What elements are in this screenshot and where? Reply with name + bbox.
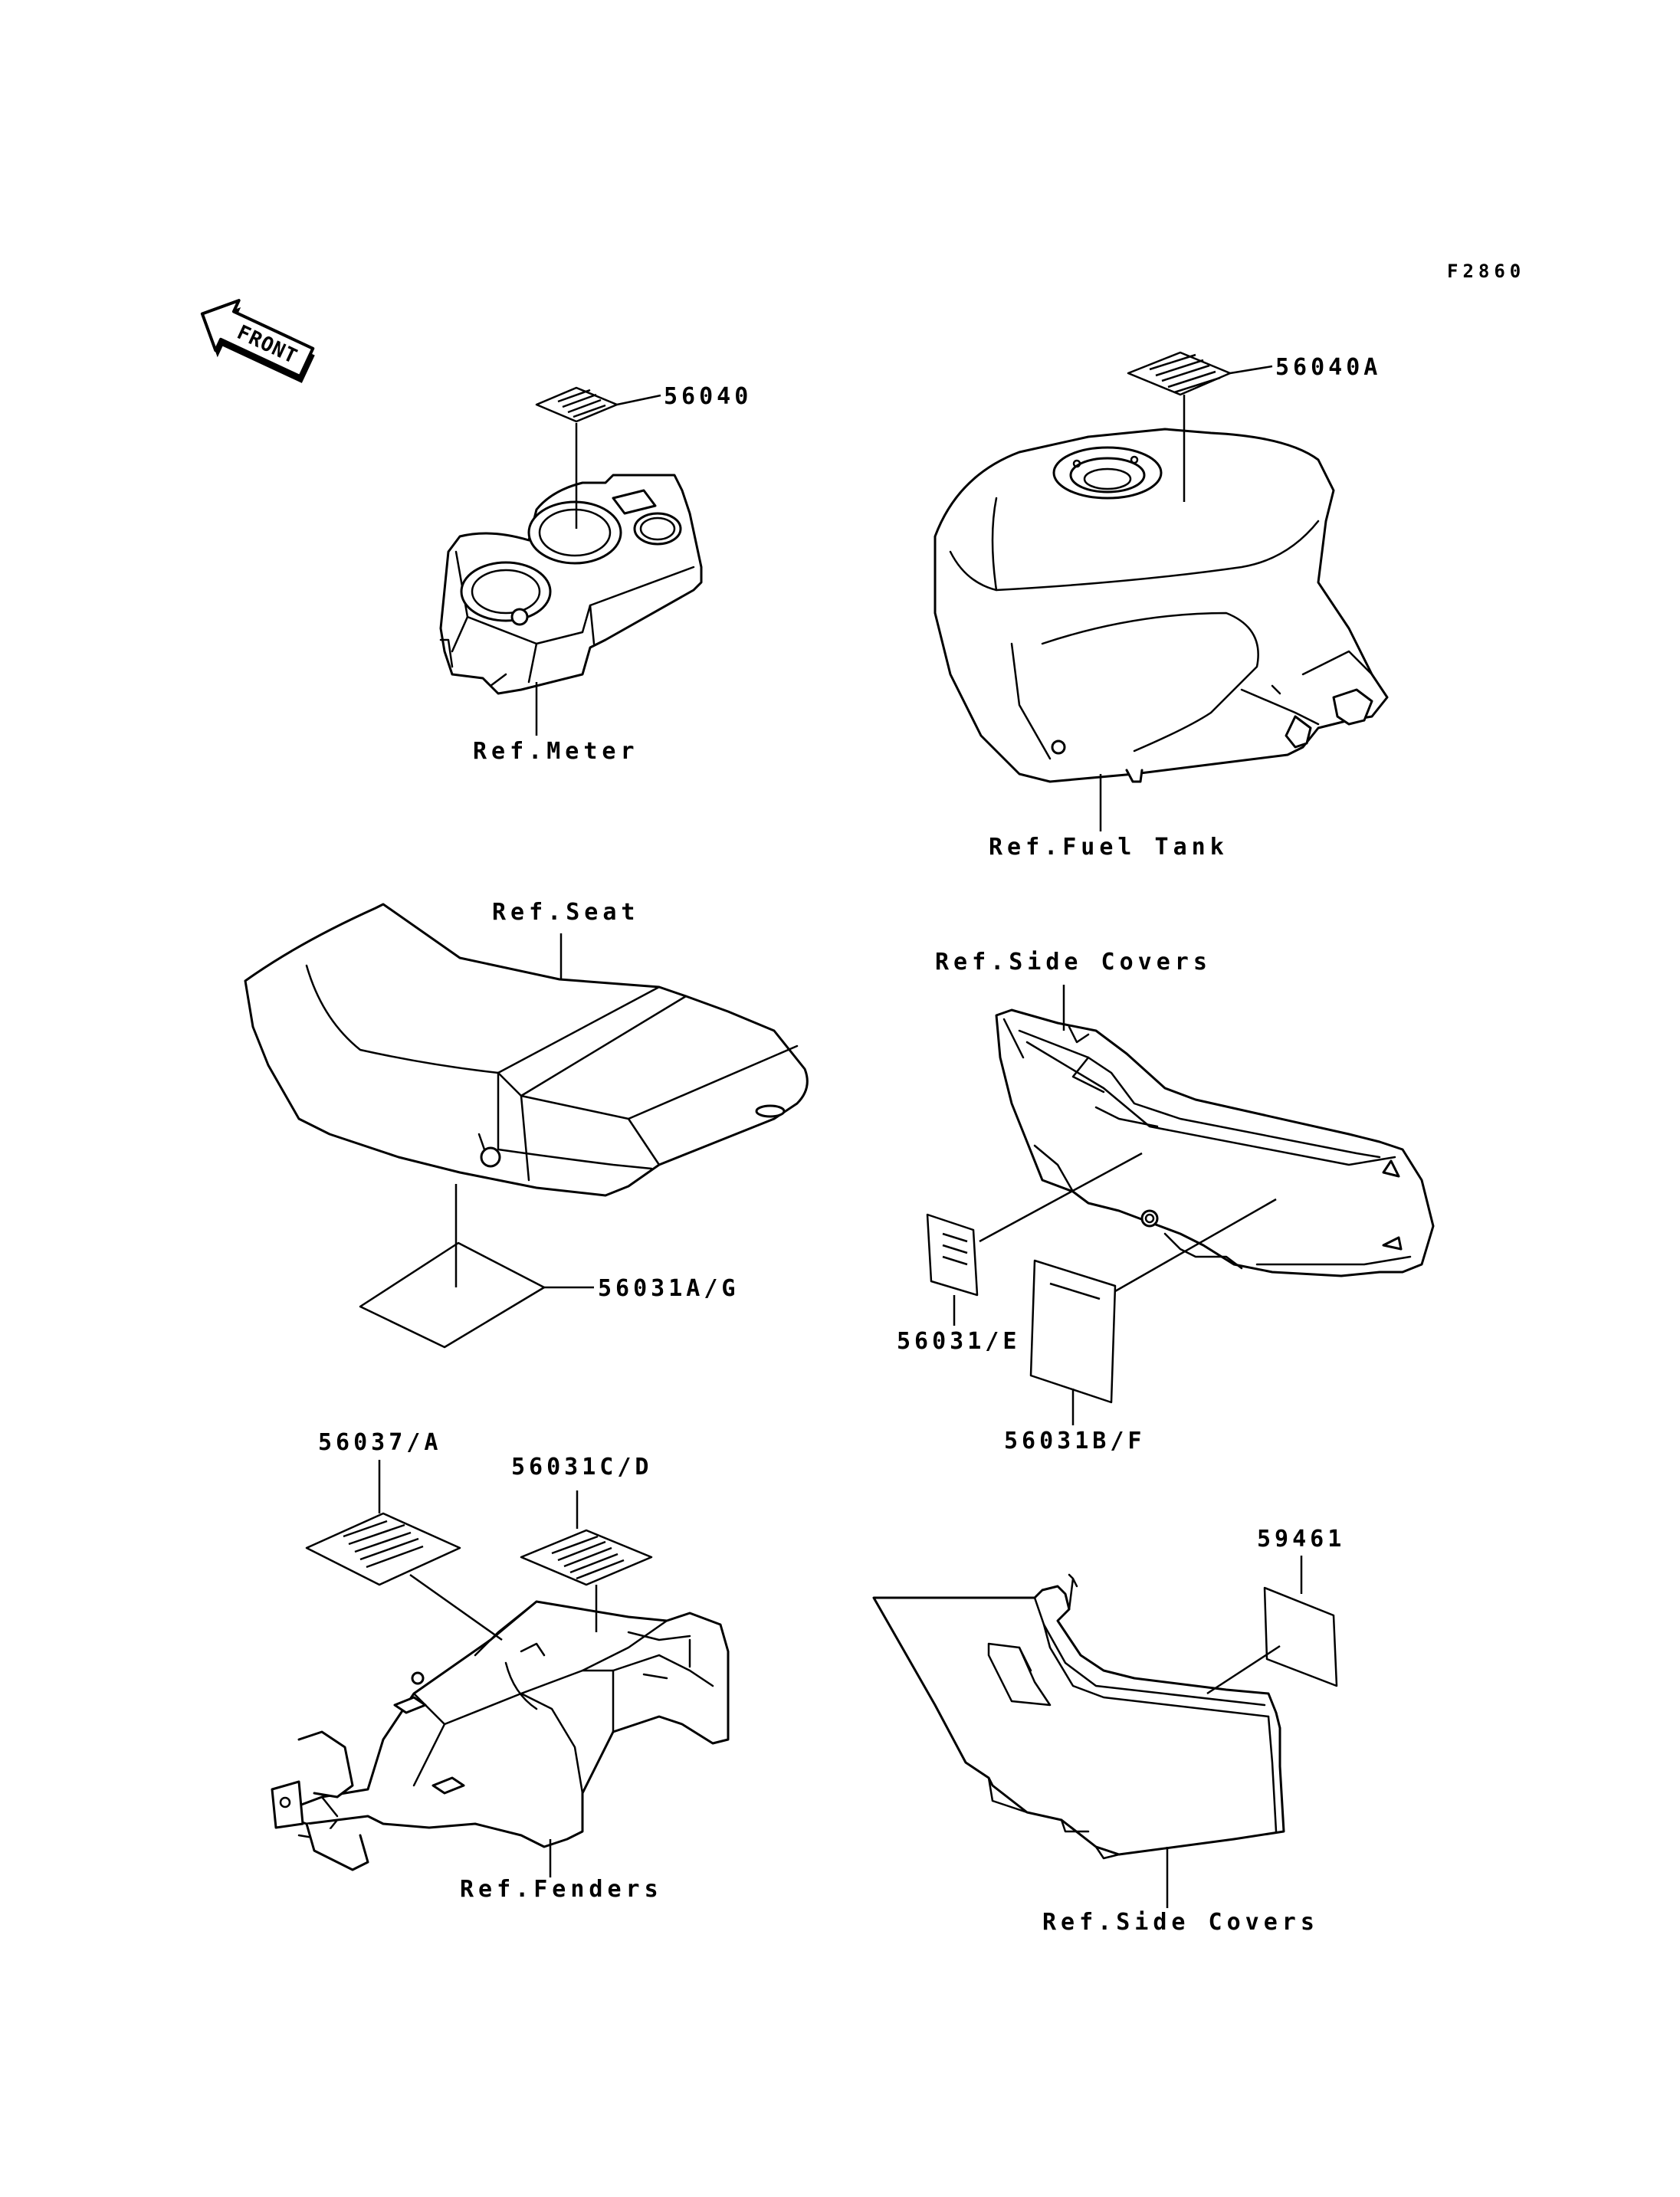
side-covers-right-reference: Ref.Side Covers <box>1042 1909 1319 1936</box>
fender-part <box>271 1600 730 1871</box>
side-cover-large-label-sticker <box>1029 1259 1117 1404</box>
seat-reference: Ref.Seat <box>492 899 640 926</box>
fuel-tank-reference: Ref.Fuel Tank <box>989 834 1229 861</box>
side-cover-right-part <box>872 1573 1285 1860</box>
seat-part-number: 56031A/G <box>598 1275 740 1302</box>
fender-a-part-number: 56037/A <box>318 1429 441 1456</box>
fuel-tank-part-number: 56040A <box>1275 354 1381 381</box>
meter-reference: Ref.Meter <box>473 738 639 765</box>
side-cover-small-part-number: 56031/E <box>897 1328 1020 1355</box>
fenders-reference: Ref.Fenders <box>460 1876 663 1903</box>
fender-b-part-number: 56031C/D <box>511 1454 653 1481</box>
fuel-tank-part <box>934 428 1389 783</box>
front-direction-arrow-icon: FRONT <box>200 299 315 383</box>
side-cover-small-label-sticker <box>926 1213 979 1297</box>
side-cover-left-part <box>995 1008 1435 1277</box>
meter-label-sticker <box>535 386 619 423</box>
side-cover-large-part-number: 56031B/F <box>1004 1428 1146 1454</box>
figure-code: F2860 <box>1447 261 1525 282</box>
fender-label-b-sticker <box>520 1529 653 1586</box>
seat-label-sticker <box>359 1241 546 1349</box>
fuel-tank-label-sticker <box>1127 351 1232 396</box>
side-cover-right-label-sticker <box>1263 1586 1338 1687</box>
fender-label-a-sticker <box>305 1512 461 1586</box>
side-cover-right-part-number: 59461 <box>1257 1526 1345 1553</box>
meter-part <box>439 474 703 695</box>
seat-part <box>244 903 809 1197</box>
side-covers-left-reference: Ref.Side Covers <box>935 949 1212 976</box>
meter-part-number: 56040 <box>664 383 752 410</box>
